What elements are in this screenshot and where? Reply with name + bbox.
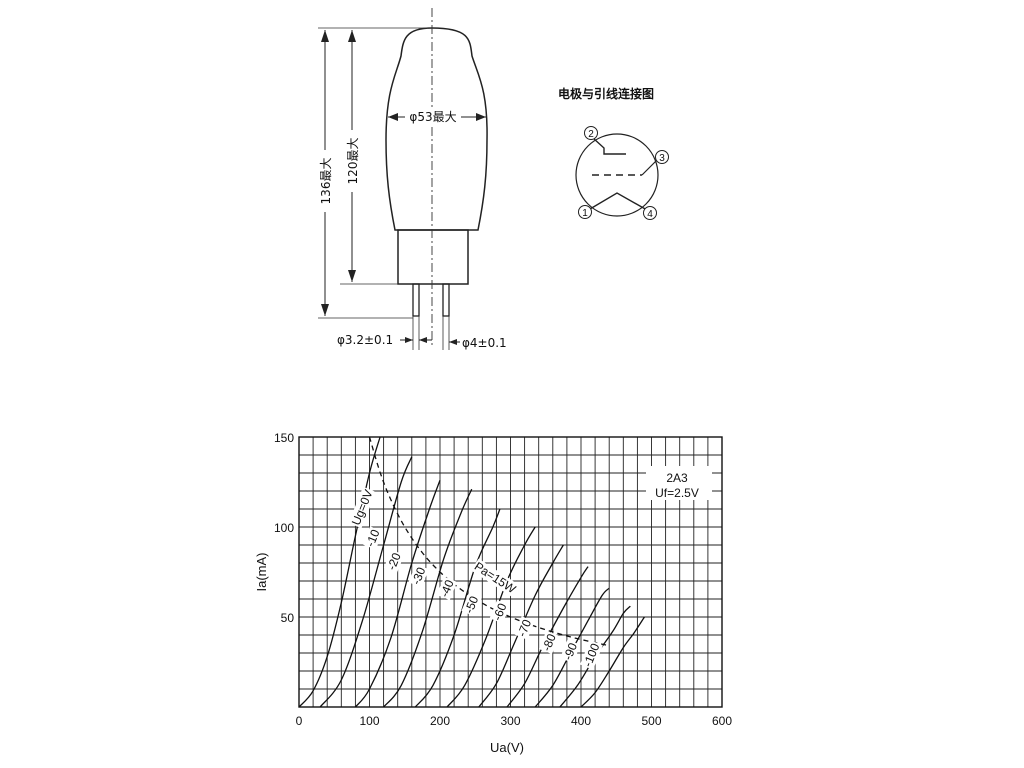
curve-ug-0v — [298, 436, 381, 708]
y-tick-label: 100 — [274, 521, 294, 535]
curve-labels: Ug=0V-10-20-30-40-50-60-70-80-90-100Pa=1… — [348, 486, 603, 670]
dim-total-height-label: 136最大 — [319, 158, 333, 205]
x-tick-label: 400 — [571, 714, 591, 728]
pin-2: 2 — [584, 126, 598, 140]
plate-characteristics-chart: 0 100 200 300 400 500 600 50 100 150 Ua(V) Ia(mA… — [254, 431, 732, 755]
pin-diagram-title: 电极与引线连接图 — [558, 86, 654, 101]
chart-subtitle: Uf=2.5V — [655, 486, 699, 500]
curve-label: -40 — [437, 578, 457, 600]
dimension-diameter: φ53最大 — [388, 108, 486, 125]
plot-frame — [298, 436, 723, 708]
curve-ug-80 — [534, 587, 610, 708]
dimension-body-height: 120最大 — [343, 30, 361, 282]
x-tick-label: 500 — [641, 714, 661, 728]
pin-right — [442, 283, 450, 317]
dim-pin-small-label: φ3.2±0.1 — [337, 333, 393, 347]
pin-4: 4 — [643, 206, 657, 220]
chart-title: 2A3 — [666, 471, 688, 485]
curve-label: -80 — [539, 632, 559, 654]
dim-pin-large-label: φ4±0.1 — [462, 336, 507, 350]
x-tick-labels: 0 100 200 300 400 500 600 — [296, 714, 733, 728]
x-tick-label: 600 — [712, 714, 732, 728]
curve-ug-70 — [506, 566, 589, 708]
dim-diameter-label: φ53最大 — [409, 110, 456, 124]
tube-outline-drawing: 136最大 120最大 φ53最大 — [316, 8, 507, 350]
y-tick-label: 150 — [274, 431, 294, 445]
curve-ug-100 — [580, 616, 645, 708]
curve-label: -60 — [490, 601, 510, 623]
curve-pa-15w — [368, 436, 610, 647]
curve-ug-90 — [559, 605, 631, 708]
curve-label: -10 — [363, 527, 383, 549]
y-axis-label: Ia(mA) — [254, 553, 269, 592]
dim-body-height-label: 120最大 — [346, 138, 360, 185]
y-tick-labels: 50 100 150 — [274, 431, 294, 625]
pin-1: 1 — [578, 205, 592, 219]
curve-label: -20 — [384, 551, 404, 573]
plate-electrode — [592, 137, 626, 155]
pin-3: 3 — [655, 150, 669, 164]
curves — [298, 436, 645, 708]
curve-label: -90 — [561, 641, 581, 663]
x-tick-label: 200 — [430, 714, 450, 728]
curve-label: -70 — [515, 617, 535, 639]
curve-label: -50 — [462, 594, 482, 616]
curve-label: Pa=15W — [472, 559, 519, 596]
filament — [589, 192, 648, 211]
x-tick-label: 100 — [359, 714, 379, 728]
svg-text:4: 4 — [647, 209, 653, 220]
dimension-pins: φ3.2±0.1 φ4±0.1 — [337, 316, 507, 350]
curve-ug-10 — [319, 456, 413, 708]
legend-box: 2A3 Uf=2.5V — [646, 466, 712, 500]
svg-text:1: 1 — [582, 208, 588, 219]
x-tick-label: 300 — [500, 714, 520, 728]
svg-text:2: 2 — [588, 129, 594, 140]
curve-ug-30 — [383, 488, 473, 708]
x-tick-label: 0 — [296, 714, 303, 728]
glass-bulb — [385, 27, 488, 231]
curve-label: Ug=0V — [349, 488, 376, 528]
tube-base-circle — [575, 133, 659, 217]
pin-connection-diagram: 电极与引线连接图 1 2 3 4 — [558, 86, 669, 220]
svg-text:3: 3 — [659, 153, 665, 164]
tube-base — [397, 229, 469, 285]
y-tick-label: 50 — [281, 611, 295, 625]
dimension-total-height: 136最大 — [316, 30, 334, 316]
curve-ug-20 — [354, 479, 441, 708]
curve-label: -30 — [409, 565, 429, 587]
x-axis-label: Ua(V) — [490, 740, 524, 755]
curve-ug-40 — [414, 508, 501, 708]
pin-left — [412, 283, 420, 317]
